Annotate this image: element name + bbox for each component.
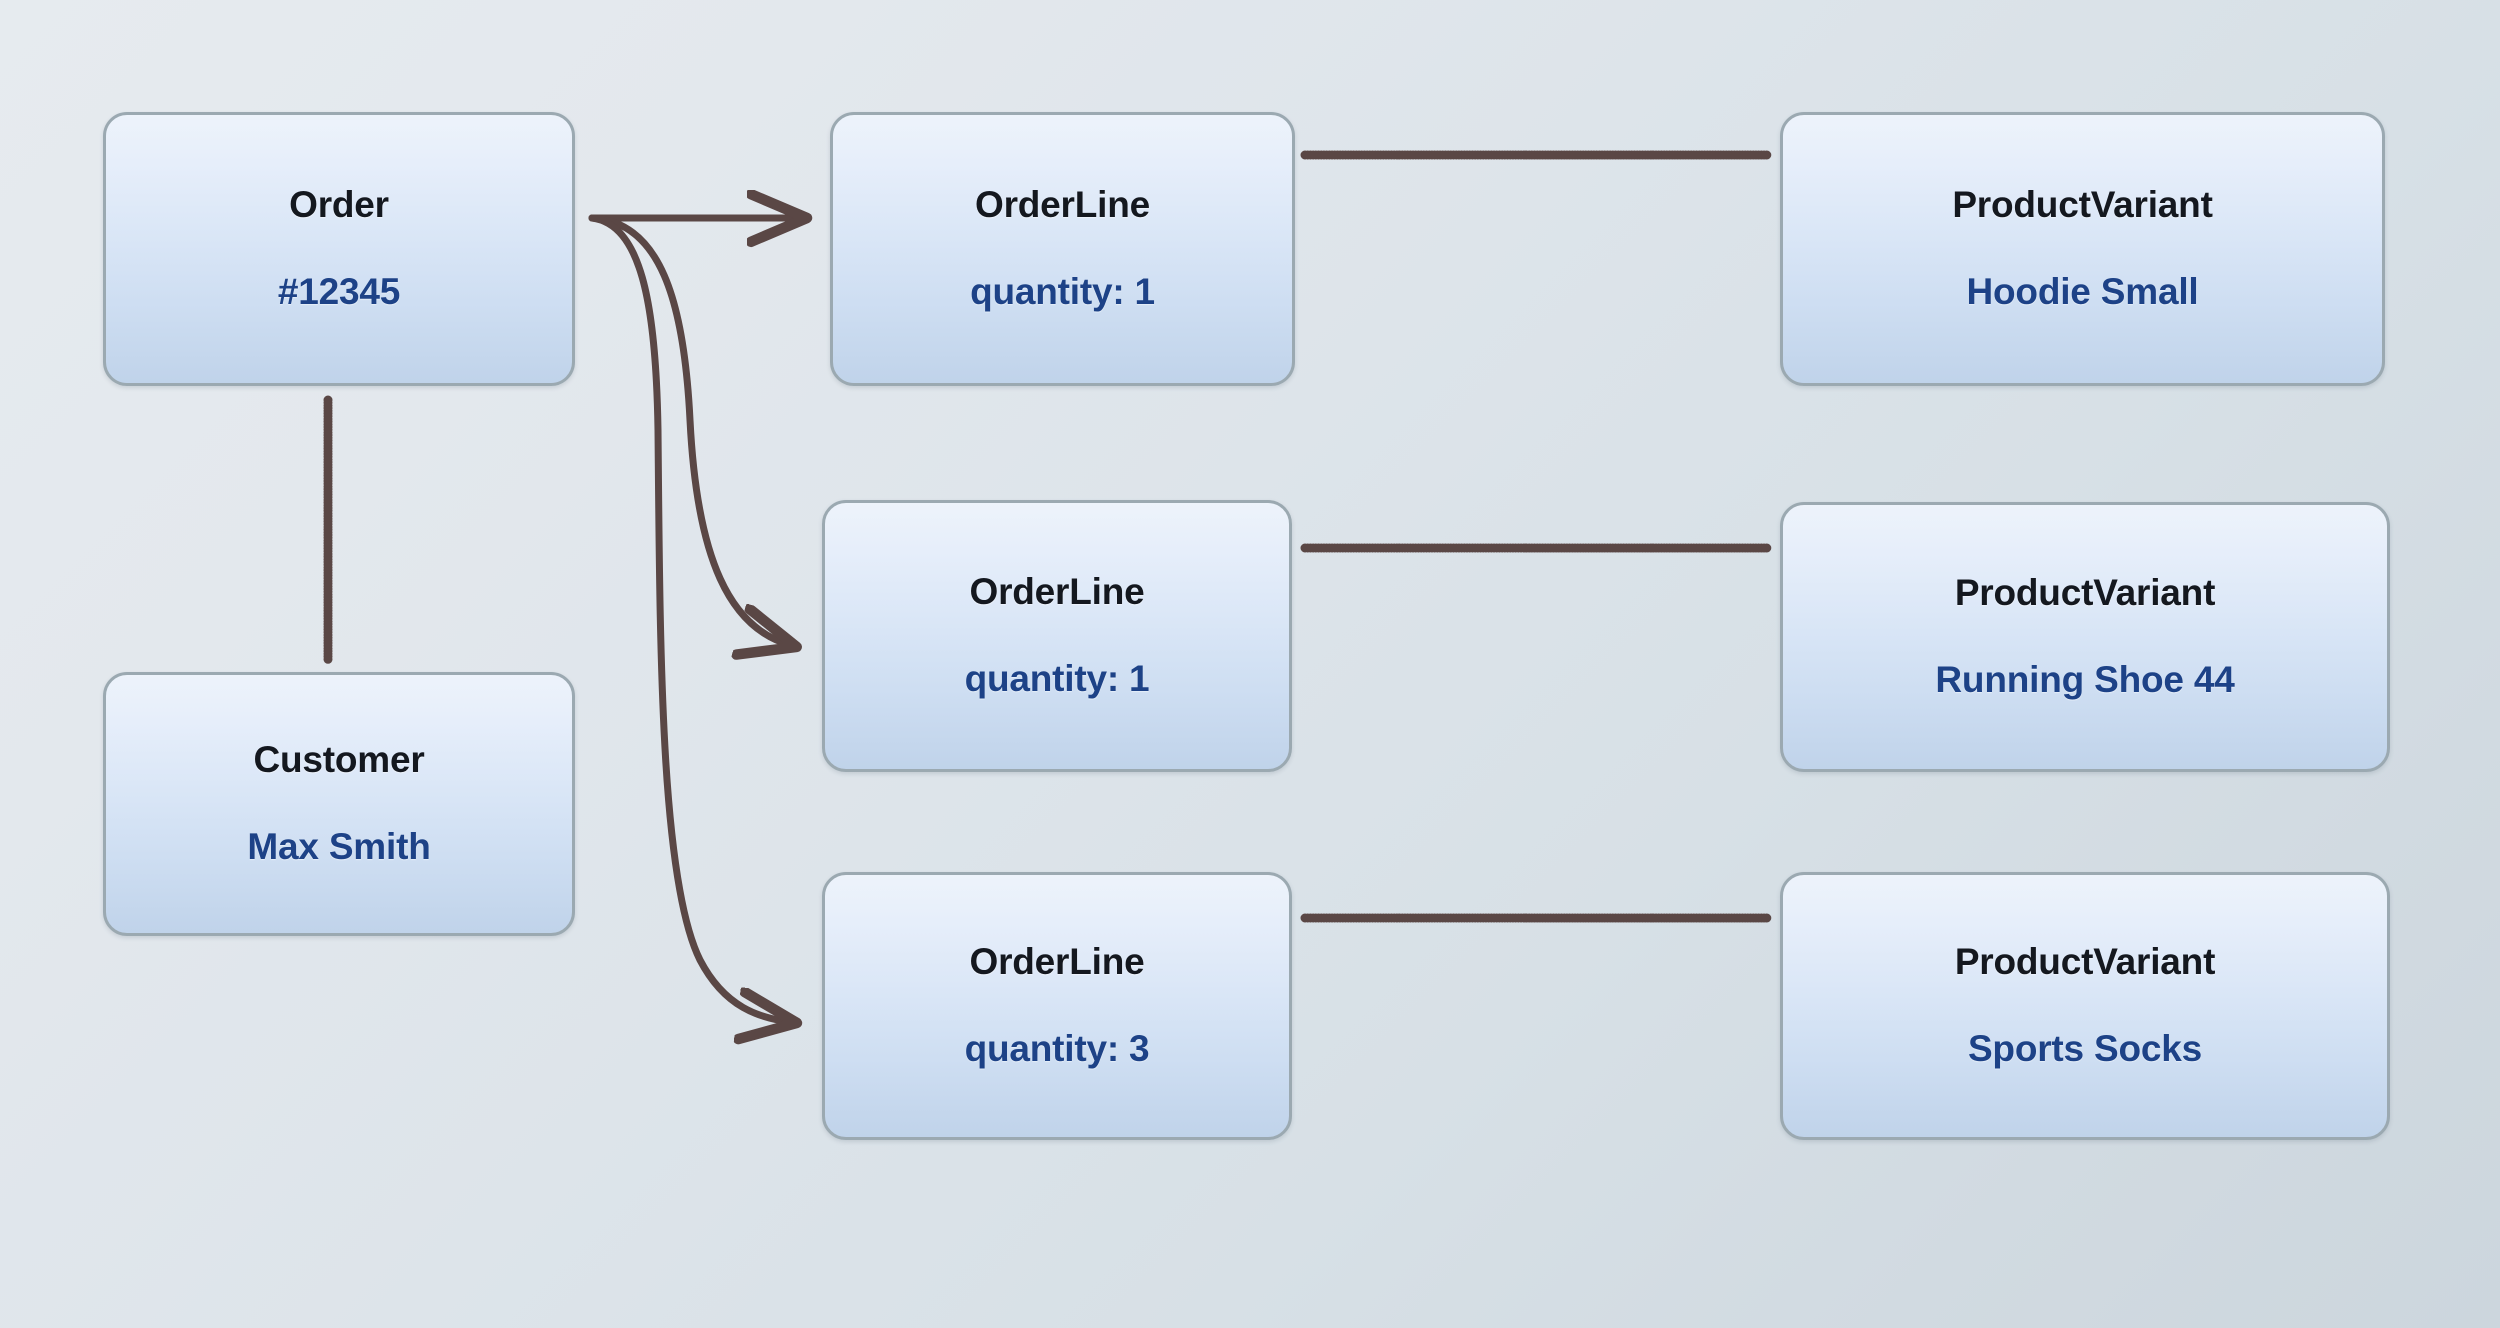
node-customer-title: Customer bbox=[253, 739, 425, 781]
node-order[interactable]: Order #12345 bbox=[103, 112, 575, 386]
node-productvariant-1-subtitle: Hoodie Small bbox=[1966, 271, 2199, 312]
node-customer-subtitle: Max Smith bbox=[247, 826, 431, 867]
node-productvariant-2-title: ProductVariant bbox=[1954, 572, 2216, 614]
node-productvariant-2-subtitle: Running Shoe 44 bbox=[1935, 659, 2235, 700]
node-orderline-3-subtitle: quantity: 3 bbox=[964, 1028, 1150, 1069]
node-orderline-2-title: OrderLine bbox=[969, 571, 1145, 613]
node-orderline-2[interactable]: OrderLine quantity: 1 bbox=[822, 500, 1292, 772]
node-orderline-1-subtitle: quantity: 1 bbox=[970, 271, 1155, 312]
node-productvariant-1[interactable]: ProductVariant Hoodie Small bbox=[1780, 112, 2385, 386]
edge-order-to-orderline-3 bbox=[588, 214, 790, 1022]
edge-order-to-orderline-2 bbox=[588, 214, 790, 645]
node-orderline-2-subtitle: quantity: 1 bbox=[964, 658, 1150, 699]
node-productvariant-1-title: ProductVariant bbox=[1952, 184, 2213, 226]
node-orderline-1-title: OrderLine bbox=[974, 184, 1151, 226]
node-orderline-3[interactable]: OrderLine quantity: 3 bbox=[822, 872, 1292, 1140]
node-productvariant-3-subtitle: Sports Socks bbox=[1967, 1028, 2203, 1069]
node-orderline-1[interactable]: OrderLine quantity: 1 bbox=[830, 112, 1295, 386]
node-productvariant-2[interactable]: ProductVariant Running Shoe 44 bbox=[1780, 502, 2390, 772]
node-order-subtitle: #12345 bbox=[277, 271, 401, 312]
node-customer[interactable]: Customer Max Smith bbox=[103, 672, 575, 936]
node-productvariant-3[interactable]: ProductVariant Sports Socks bbox=[1780, 872, 2390, 1140]
node-orderline-3-title: OrderLine bbox=[969, 941, 1145, 983]
node-order-title: Order bbox=[289, 184, 389, 226]
node-productvariant-3-title: ProductVariant bbox=[1954, 941, 2216, 983]
